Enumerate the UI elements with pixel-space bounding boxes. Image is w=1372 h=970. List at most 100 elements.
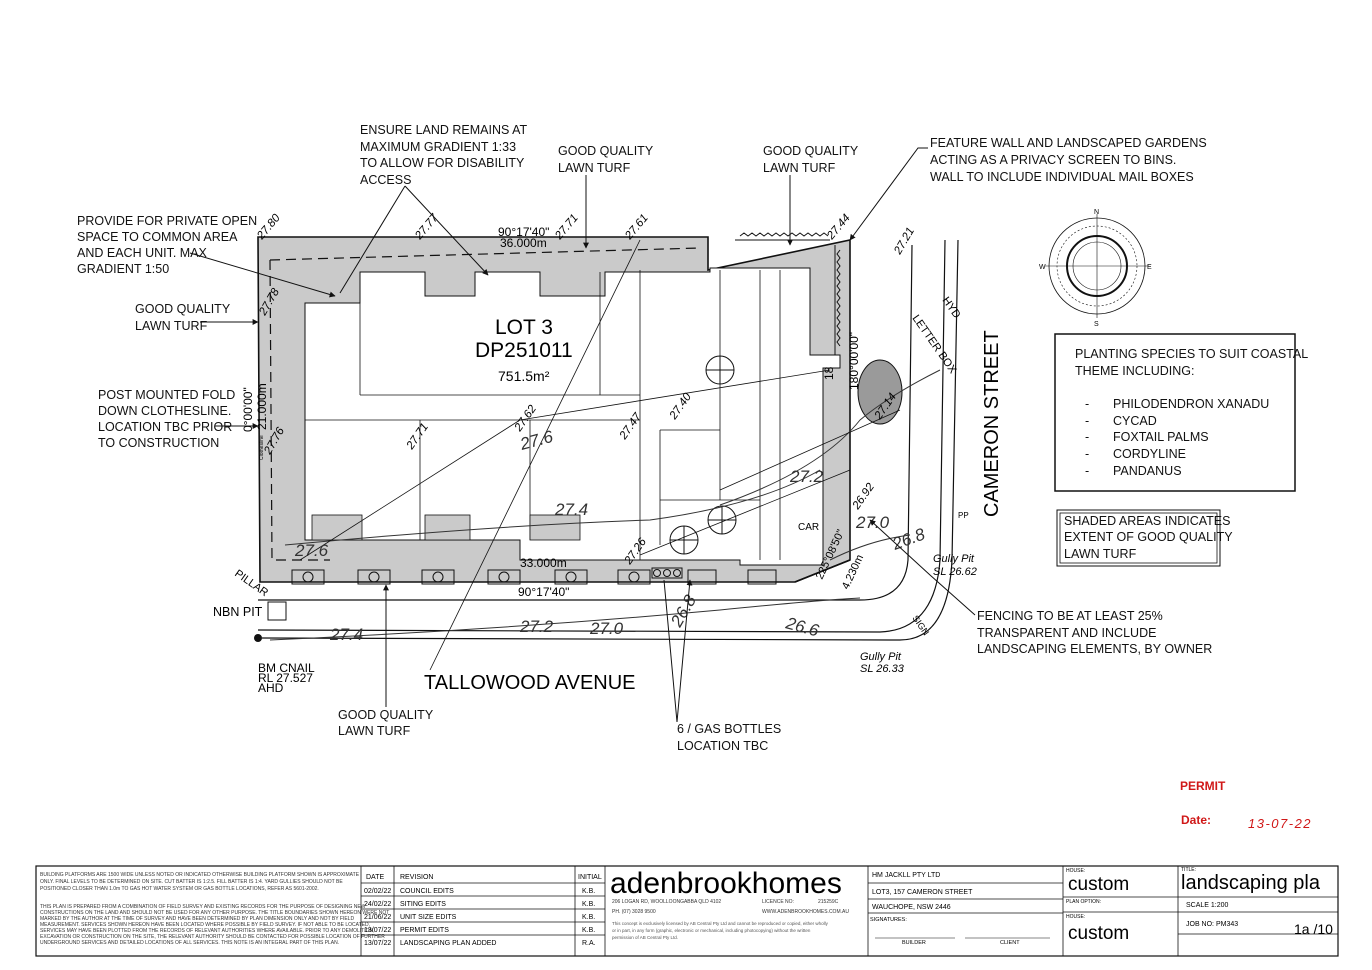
note-line: TO ALLOW FOR DISABILITY: [360, 156, 525, 170]
gully-pit-2: Gully Pit: [860, 651, 902, 663]
contour-label: 27.4: [554, 500, 588, 519]
fencing-note: FENCING TO BE AT LEAST 25% TRANSPARENT A…: [869, 519, 1212, 656]
gully-pit-2-sl: SL 26.33: [860, 663, 905, 675]
tallowood-avenue: TALLOWOOD AVENUE: [424, 672, 636, 694]
copyright: or in part, in any form (graphic, electr…: [612, 928, 811, 933]
open-space-note: PROVIDE FOR PRIVATE OPEN SPACE TO COMMON…: [77, 214, 336, 298]
note-line: POST MOUNTED FOLD: [98, 388, 235, 402]
north-compass: N S E W: [1039, 209, 1152, 328]
planting-species-box: PLANTING SPECIES TO SUIT COASTAL THEME I…: [1054, 333, 1308, 492]
note-line: ACCESS: [360, 173, 411, 187]
site-plan: LOT 3 DP251011 751.5m² 90°17'40" 36.000m…: [213, 212, 1003, 695]
bullet: -: [1085, 430, 1089, 444]
level: 27.44: [824, 212, 852, 243]
gas-note: 6 / GAS BOTTLES LOCATION TBC: [663, 580, 781, 753]
plan-option-label: PLAN OPTION:: [1066, 899, 1101, 905]
title-block: BUILDING PLATFORMS ARE 1500 WIDE UNLESS …: [35, 865, 1339, 957]
permit-date-value: 13-07-22: [1248, 816, 1312, 831]
note-line: ACTING AS A PRIVACY SCREEN TO BINS.: [930, 153, 1176, 167]
turf-note-top-2: GOOD QUALITY LAWN TURF: [763, 144, 859, 246]
pp-label: PP: [958, 511, 969, 520]
note-line: SPACE TO COMMON AREA: [77, 230, 238, 244]
note-line: LAWN TURF: [558, 161, 631, 175]
clothesline-note: POST MOUNTED FOLD DOWN CLOTHESLINE. LOCA…: [98, 388, 259, 450]
compass-w: W: [1039, 264, 1046, 271]
client-address: LOT3, 157 CAMERON STREET: [872, 889, 973, 896]
rev-text: PERMIT EDITS: [400, 927, 449, 934]
gully-pit-1-sl: SL 26.62: [933, 566, 977, 578]
building-footprint: [304, 267, 841, 566]
note-line: GRADIENT 1:50: [77, 262, 169, 276]
client-block: HM JACKLL PTY LTD LOT3, 157 CAMERON STRE…: [870, 872, 1050, 946]
company-logo: adenbrookhomes: [610, 867, 842, 900]
turf-note-bottom: GOOD QUALITY LAWN TURF: [338, 584, 434, 738]
rev-date: 21/06/22: [364, 914, 391, 921]
corner-garden-bed: [857, 359, 903, 425]
note-line: BUILDING PLATFORMS ARE 1500 WIDE UNLESS …: [40, 872, 360, 878]
company-web: WWW.ADENBROOKHOMES.COM.AU: [762, 909, 849, 915]
note-line: GOOD QUALITY: [135, 302, 231, 316]
note-line: LOCATION TBC: [677, 739, 768, 753]
rev-text: SITING EDITS: [400, 901, 446, 908]
feature-wall-note: FEATURE WALL AND LANDSCAPED GARDENS ACTI…: [849, 136, 1207, 241]
level: 27.21: [892, 226, 917, 258]
bm-ahd: AHD: [258, 681, 284, 695]
bm-rl: RL 27.527: [258, 671, 313, 685]
bullet: -: [1085, 414, 1089, 428]
house-block: HOUSE: custom PLAN OPTION: HOUSE: custom: [1066, 868, 1129, 944]
contours: [269, 369, 941, 641]
note-line: EXCAVATION OR CONSTRUCTION ON THE SITE, …: [40, 934, 385, 940]
note-line: ENSURE LAND REMAINS AT: [360, 123, 528, 137]
note-line: GOOD QUALITY: [338, 708, 434, 722]
bm-label: BM CNAIL: [258, 661, 315, 675]
note-line: GOOD QUALITY: [763, 144, 859, 158]
turf-note-left: GOOD QUALITY LAWN TURF: [135, 302, 259, 333]
rev-initial: K.B.: [582, 901, 595, 908]
copyright: This concept is exclusively licensed by …: [612, 921, 829, 926]
level-leaders: [299, 239, 901, 671]
corner-splay: [794, 559, 851, 583]
unit-partitions: [305, 270, 781, 560]
compass-e: E: [1147, 264, 1152, 271]
job-number: JOB NO: PM343: [1186, 921, 1238, 928]
rev-initial: R.A.: [582, 940, 596, 947]
lot-dp: DP251011: [475, 339, 573, 362]
note-line: TRANSPARENT AND INCLUDE: [977, 626, 1156, 640]
right-length: 18: [822, 366, 836, 380]
title-label: TITLE:: [1181, 867, 1196, 873]
bullet: -: [1085, 464, 1089, 478]
gradient-note: ENSURE LAND REMAINS AT MAXIMUM GRADIENT …: [339, 123, 528, 294]
signatures-label: SIGNATURES:: [870, 917, 907, 923]
nbn-pit: [267, 601, 287, 621]
note-line: AND EACH UNIT. MAX: [77, 246, 208, 260]
compass-s: S: [1094, 321, 1099, 328]
bullet: -: [1085, 397, 1089, 411]
benchmark-marker: [254, 634, 262, 642]
client-label: CLIENT: [1000, 940, 1020, 946]
planting-item: PANDANUS: [1113, 464, 1182, 478]
note-line: SHADED AREAS INDICATES: [1064, 514, 1230, 528]
contour-label: 27.0: [589, 619, 624, 638]
copyright: permission of AB Central Pty Ltd.: [612, 935, 678, 940]
rev-header-revision: REVISION: [400, 874, 433, 881]
level: 26.92: [850, 481, 877, 513]
turf-note-top-1: GOOD QUALITY LAWN TURF: [558, 144, 654, 249]
rev-initial: K.B.: [582, 914, 595, 921]
planting-item: CORDYLINE: [1113, 447, 1186, 461]
rev-text: COUNCIL EDITS: [400, 888, 454, 895]
top-bearing: 90°17'40": [498, 225, 549, 239]
contour-label: 27.6: [294, 541, 329, 560]
planting-heading: THEME INCLUDING:: [1075, 364, 1194, 378]
title-block-notes: BUILDING PLATFORMS ARE 1500 WIDE UNLESS …: [40, 872, 389, 946]
note-line: EXTENT OF GOOD QUALITY: [1064, 530, 1233, 544]
builder-label: BUILDER: [902, 940, 926, 946]
feature-wall-garden: [735, 232, 841, 355]
permit-date-label: Date:: [1181, 813, 1211, 827]
company-licence-label: LICENCE NO:: [762, 899, 794, 905]
bullet: -: [1085, 447, 1089, 461]
planting-item: PHILODENDRON XANADU: [1113, 397, 1269, 411]
note-line: FEATURE WALL AND LANDSCAPED GARDENS: [930, 136, 1207, 150]
contour-label: 26.6: [783, 613, 821, 640]
bottom-length: 33.000m: [520, 556, 567, 570]
